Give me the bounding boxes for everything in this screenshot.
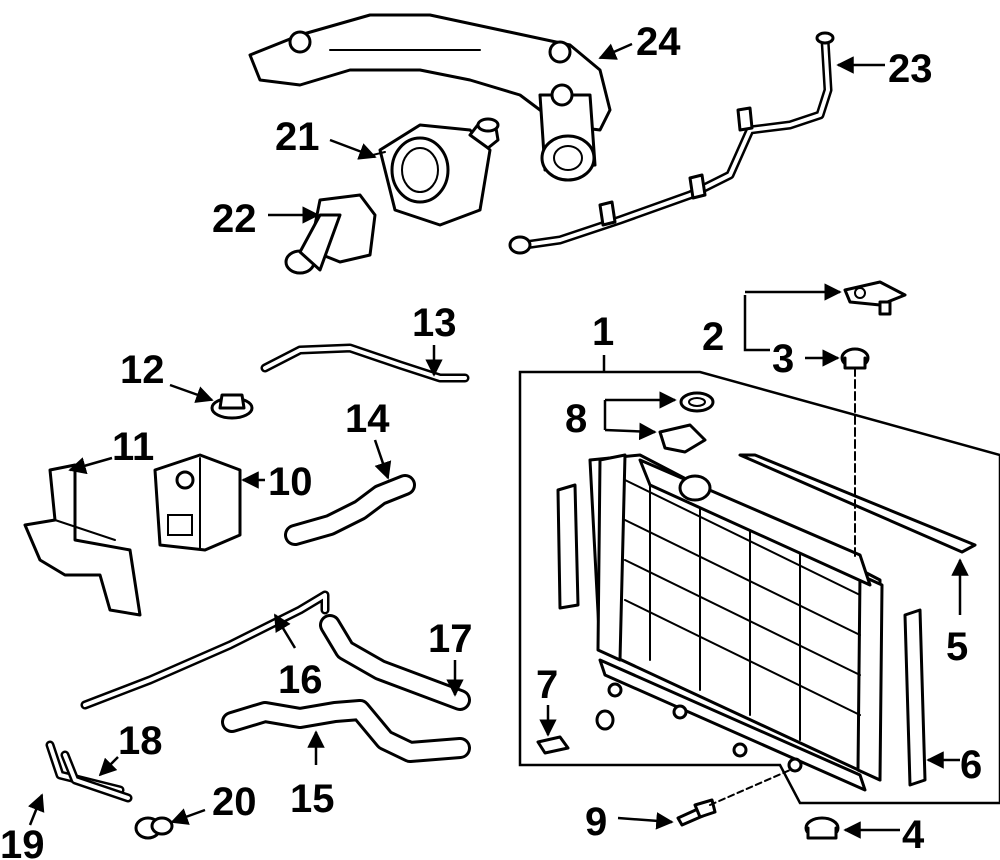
reservoir-cap <box>210 393 254 420</box>
radiator-cap <box>658 391 715 454</box>
callout-8: 8 <box>565 397 587 441</box>
callout-13: 13 <box>412 301 457 345</box>
radiator-group-outline <box>518 370 1000 805</box>
callout-11: 11 <box>112 425 154 469</box>
left-seal <box>556 483 580 610</box>
water-outlet-housing <box>248 13 612 182</box>
callout-7: 7 <box>536 663 558 707</box>
callout-15: 15 <box>290 777 335 821</box>
reservoir-tank <box>153 453 242 552</box>
callout-20: 20 <box>212 780 257 824</box>
bypass-pipe <box>508 31 835 255</box>
callout-4: 4 <box>902 813 925 857</box>
radiator-hose-lower <box>221 699 471 763</box>
callout-21: 21 <box>275 115 320 159</box>
radiator <box>588 453 884 792</box>
thermostat-housing <box>359 117 500 227</box>
callout-10: 10 <box>268 460 313 504</box>
callout-1: 1 <box>592 310 614 354</box>
callout-2: 2 <box>702 315 724 359</box>
side-seal <box>903 608 927 787</box>
overflow-tube <box>260 343 470 383</box>
callout-6: 6 <box>960 743 982 787</box>
radiator-hose-upper <box>284 474 416 546</box>
callout-5: 5 <box>946 625 968 669</box>
drain-bolt <box>676 769 791 827</box>
callout-16: 16 <box>278 658 323 702</box>
callout-17: 17 <box>428 617 473 661</box>
callout-23: 23 <box>888 47 933 91</box>
callout-3: 3 <box>772 337 794 381</box>
reservoir-bracket <box>23 463 142 617</box>
callout-9: 9 <box>585 800 607 844</box>
heater-hose <box>80 590 330 710</box>
water-inlet <box>284 193 377 275</box>
callout-labels: 1 2 3 4 5 6 7 8 9 10 11 12 13 14 15 16 1… <box>0 20 982 860</box>
hose-clamp <box>134 816 174 840</box>
oil-cooler-hoses <box>45 740 133 803</box>
callout-22: 22 <box>212 197 257 241</box>
upper-cushion <box>738 453 977 554</box>
mount-bracket <box>843 280 907 316</box>
callout-19: 19 <box>0 823 45 860</box>
lower-cushion <box>804 816 840 840</box>
mount-grommet <box>840 347 870 561</box>
leader-lines <box>28 42 969 839</box>
callout-14: 14 <box>345 397 390 441</box>
callout-24: 24 <box>636 20 681 64</box>
bypass-hose <box>319 614 471 711</box>
callout-12: 12 <box>120 348 165 392</box>
drain-plug <box>536 735 570 755</box>
callout-18: 18 <box>118 719 163 763</box>
